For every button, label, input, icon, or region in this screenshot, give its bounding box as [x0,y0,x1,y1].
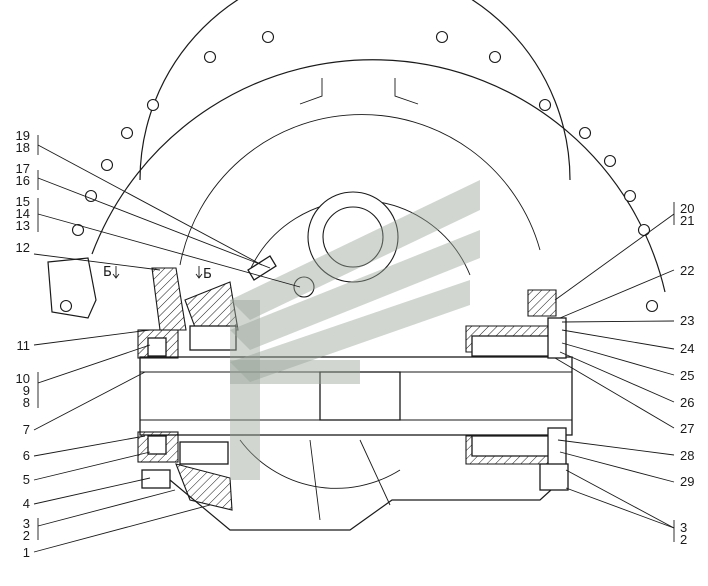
upper-bore [307,191,399,283]
bolt-hole [637,223,651,237]
right-callout-22: 22 [680,263,694,278]
section-label-left: Б [103,265,112,280]
left-callout-5: 5 [23,472,30,487]
flange-bolt-holes [59,30,659,313]
bolt-hole [623,189,637,203]
bolt-hole [538,98,552,112]
bolt-hole [261,30,275,44]
section-marks: Б Б [103,265,212,282]
left-callout-2: 2 [23,528,30,543]
bolt-hole [603,154,617,168]
bolt-hole [120,126,134,140]
left-callout-17: 17 [16,161,30,176]
left-callout-16: 16 [16,173,30,188]
left-callout-9: 9 [23,383,30,398]
left-callout-10: 10 [16,371,30,386]
left-callout-4: 4 [23,496,30,511]
left-callout-11: 11 [17,338,31,353]
left-bearing-assembly [137,267,239,511]
bolt-hole [71,223,85,237]
main-shaft [139,356,573,436]
left-callout-13: 13 [16,218,30,233]
right-callout-24: 24 [680,341,694,356]
bolt-hole [203,50,217,64]
right-callout-25: 25 [680,368,694,383]
right-callout-29: 29 [680,474,694,489]
left-callout-7: 7 [23,422,30,437]
left-callout-6: 6 [23,448,30,463]
bolt-hole [146,98,160,112]
right-callout-27: 27 [680,421,694,436]
left-callout-14: 14 [16,206,30,221]
bolt-hole [578,126,592,140]
right-callout-3: 3 [680,520,687,535]
left-callout-19: 19 [16,128,30,143]
leader-lines [33,135,675,553]
left-callout-1: 1 [23,545,30,560]
bolt-hole [59,299,73,313]
right-callout-26: 26 [680,395,694,410]
right-callout-21: 21 [680,213,694,228]
right-callout-23: 23 [680,313,694,328]
callout-labels: 1918171615141312111098765432120212223242… [16,128,695,560]
right-callout-20: 20 [680,201,694,216]
left-callout-12: 12 [16,240,30,255]
left-callout-8: 8 [23,395,30,410]
right-bearing-assembly [465,289,569,491]
left-callout-15: 15 [16,194,30,209]
bolt-hole [100,158,114,172]
bolt-hole [488,50,502,64]
right-callout-28: 28 [680,448,694,463]
section-label-right: Б [203,267,212,282]
lower-housing [169,439,563,531]
bolt-hole [435,30,449,44]
bolt-hole [645,299,659,313]
left-callout-3: 3 [23,516,30,531]
right-callout-2: 2 [680,532,687,547]
left-callout-18: 18 [16,140,30,155]
